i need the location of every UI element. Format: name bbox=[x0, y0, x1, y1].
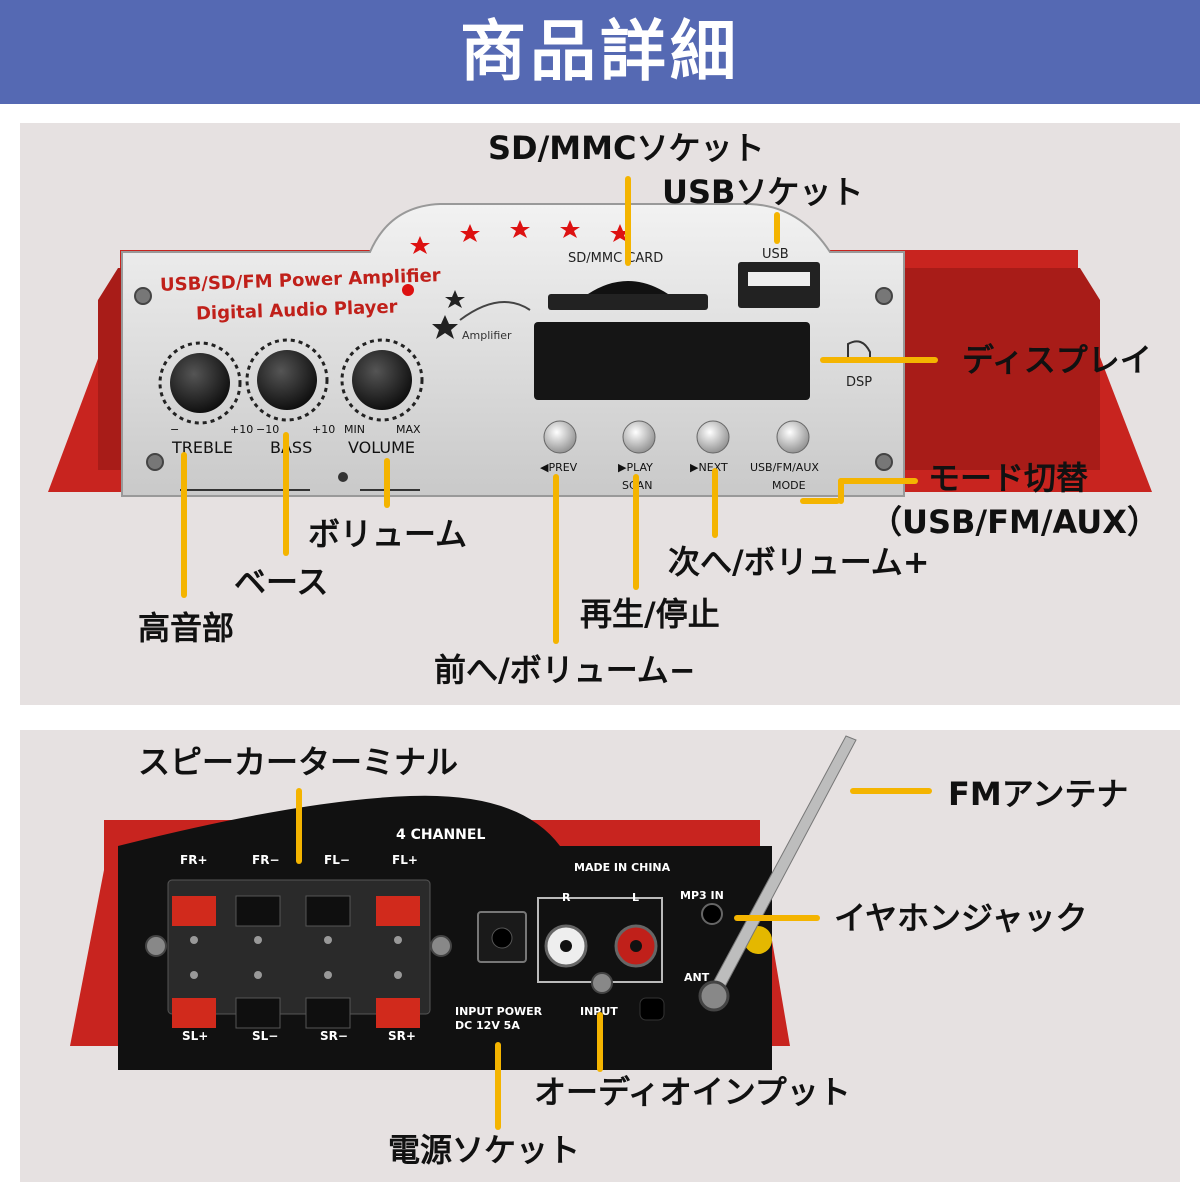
bass-min: −10 bbox=[256, 423, 280, 436]
title-banner bbox=[0, 0, 1200, 104]
treble-min: − bbox=[170, 423, 180, 436]
terminal-fr-minus: FR− bbox=[252, 853, 280, 867]
speaker-terminal-block bbox=[167, 879, 431, 1015]
mode-leader-h bbox=[838, 478, 918, 484]
sd-leader bbox=[625, 176, 631, 266]
callout-mode-switch: モード切替 bbox=[928, 459, 1089, 497]
mode-source-label: USB/FM/AUX bbox=[750, 461, 819, 474]
callout-next-vol-up: 次へ/ボリューム+ bbox=[668, 543, 930, 581]
rca-screw bbox=[591, 972, 613, 994]
play-leader bbox=[633, 474, 639, 590]
callout-earphone-jack: イヤホンジャック bbox=[834, 899, 1088, 937]
volume-knob bbox=[340, 338, 424, 422]
mode-label: MODE bbox=[772, 479, 806, 492]
usb-leader bbox=[774, 212, 780, 244]
next-label: ▶NEXT bbox=[690, 461, 728, 474]
terminal-fr-plus: FR+ bbox=[180, 853, 208, 867]
callout-bass: ベース bbox=[234, 563, 329, 601]
speaker-leader bbox=[296, 788, 302, 864]
callout-mode-sources: （USB/FM/AUX） bbox=[870, 503, 1159, 541]
logo-icon bbox=[432, 290, 531, 339]
ir-sensor bbox=[338, 472, 348, 482]
callout-audio-input: オーディオインプット bbox=[534, 1073, 851, 1111]
bass-label: BASS bbox=[270, 438, 313, 457]
next-leader bbox=[712, 468, 718, 538]
terminal-fl-plus: FL+ bbox=[392, 853, 418, 867]
treble-knob bbox=[158, 341, 242, 425]
channel-label: 4 CHANNEL bbox=[396, 827, 486, 843]
dc-rating-label: DC 12V 5A bbox=[455, 1019, 520, 1032]
sd-card-label: SD/MMC CARD bbox=[568, 251, 664, 266]
mode-button[interactable] bbox=[776, 420, 810, 454]
ant-label: ANT bbox=[684, 971, 710, 984]
callout-treble: 高音部 bbox=[138, 609, 235, 647]
screw bbox=[134, 287, 893, 471]
volume-min: MIN bbox=[344, 423, 365, 436]
callout-sd-socket: SD/MMCソケット bbox=[488, 129, 765, 167]
callout-volume: ボリューム bbox=[308, 515, 468, 553]
rear-screw bbox=[430, 935, 452, 957]
prev-label: ◀PREV bbox=[540, 461, 578, 474]
made-in-label: MADE IN CHINA bbox=[574, 861, 671, 874]
rca-l-label: L bbox=[632, 891, 640, 904]
bass-knob bbox=[245, 338, 329, 422]
mp3-in-label: MP3 IN bbox=[680, 889, 724, 902]
treble-leader bbox=[181, 452, 187, 598]
audio-input-leader bbox=[597, 1012, 603, 1072]
prev-leader bbox=[553, 474, 559, 644]
prev-button[interactable] bbox=[543, 420, 577, 454]
callout-speaker-terminal: スピーカーターミナル bbox=[138, 743, 459, 781]
lcd-display bbox=[534, 322, 810, 400]
sd-slot bbox=[548, 294, 708, 310]
callout-fm-antenna: FMアンテナ bbox=[948, 775, 1129, 813]
callout-prev-vol-down: 前へ/ボリューム− bbox=[434, 651, 696, 689]
page-title: 商品詳細 bbox=[460, 13, 740, 90]
terminal-fl-minus: FL− bbox=[324, 853, 350, 867]
antenna-leader bbox=[850, 788, 932, 794]
display-leader bbox=[820, 357, 938, 363]
treble-max: +10 bbox=[230, 423, 254, 436]
volume-leader bbox=[384, 458, 390, 508]
logo-text: Amplifier bbox=[462, 329, 512, 342]
earphone-leader bbox=[734, 915, 820, 921]
callout-power-socket: 電源ソケット bbox=[388, 1131, 581, 1169]
play-button[interactable] bbox=[622, 420, 656, 454]
power-led bbox=[402, 284, 414, 296]
mp3-jack[interactable] bbox=[701, 903, 723, 925]
callout-usb-socket: USBソケット bbox=[662, 173, 864, 211]
bass-leader bbox=[283, 432, 289, 556]
callout-display: ディスプレイ bbox=[962, 341, 1152, 379]
bass-max: +10 bbox=[312, 423, 336, 436]
play-label: ▶PLAY bbox=[618, 461, 653, 474]
terminal-sr-minus: SR− bbox=[320, 1029, 348, 1043]
terminal-sl-minus: SL− bbox=[252, 1029, 279, 1043]
mode-leader-v bbox=[838, 478, 844, 504]
power-leader bbox=[495, 1042, 501, 1130]
rca-r-label: R bbox=[562, 891, 571, 904]
mode-leader bbox=[800, 498, 840, 504]
rear-screw bbox=[145, 935, 167, 957]
input-power-label: INPUT POWER bbox=[455, 1005, 543, 1018]
speaker-terminals[interactable] bbox=[172, 895, 420, 1029]
volume-label: VOLUME bbox=[348, 438, 415, 457]
terminal-sr-plus: SR+ bbox=[388, 1029, 416, 1043]
callout-play-stop: 再生/停止 bbox=[580, 595, 720, 633]
dsp-label: DSP bbox=[846, 375, 873, 390]
usb-label: USB bbox=[762, 247, 789, 262]
treble-label: TREBLE bbox=[172, 438, 233, 457]
input-label: INPUT bbox=[580, 1006, 618, 1017]
next-button[interactable] bbox=[696, 420, 730, 454]
terminal-sl-plus: SL+ bbox=[182, 1029, 209, 1043]
volume-max: MAX bbox=[396, 423, 421, 436]
